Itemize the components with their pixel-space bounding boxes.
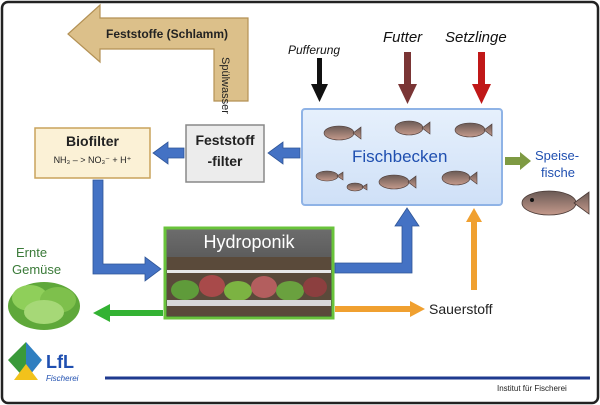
plant-icon [167, 270, 331, 306]
biofilter-formula: NH₃ – > NO₃⁻ + H⁺ [53, 155, 132, 165]
fish-icon [315, 170, 344, 182]
fish-icon [394, 120, 431, 136]
input-arrows [311, 52, 491, 104]
hydroponik-to-tank-arrow [334, 207, 420, 274]
tank-to-filter-arrow [267, 141, 301, 165]
fish-icon [521, 190, 590, 216]
fish-icon [441, 170, 478, 186]
futter-label: Futter [383, 29, 423, 46]
logo-subtext: Fischerei [46, 374, 79, 383]
fish-icon [378, 174, 417, 190]
feststofffilter-label-line1: Feststoff [195, 132, 255, 148]
speisefische-arrow [505, 152, 531, 170]
oxygen-arrows [335, 208, 482, 317]
speisefische-label-line2: fische [541, 165, 575, 180]
fish-icon [454, 122, 493, 138]
footer-institute: Institut für Fischerei [497, 384, 567, 393]
feststofffilter-label-line2: -filter [207, 153, 243, 169]
pufferung-label: Pufferung [288, 43, 341, 57]
oxygen-to-tank-arrow [466, 208, 482, 290]
biofilter-title: Biofilter [66, 133, 119, 149]
lfl-logo-mark [8, 342, 42, 380]
pufferung-arrow [311, 58, 328, 102]
setzlinge-label: Setzlinge [445, 29, 507, 46]
lettuce-icon [8, 282, 80, 330]
spuelwasser-label: Spülwasser [219, 57, 231, 114]
speisefische-label-line1: Speise- [535, 148, 580, 163]
ernte-label-line1: Ernte [16, 245, 48, 260]
water-flow-arrows [92, 141, 420, 282]
futter-arrow [398, 52, 417, 104]
sauerstoff-label: Sauerstoff [429, 301, 493, 317]
hydroponik-box [163, 226, 335, 320]
fish-icon [346, 182, 368, 192]
filter-to-biofilter-arrow [152, 141, 185, 165]
fischbecken-label: Fischbecken [352, 147, 448, 166]
fish-icon [323, 125, 362, 141]
biofilter-to-hydroponik-arrow [92, 179, 162, 282]
setzlinge-arrow [472, 52, 491, 104]
logo-text: LfL [46, 352, 74, 372]
sludge-label: Feststoffe (Schlamm) [106, 27, 229, 41]
oxygen-to-hydroponik-arrow [335, 301, 425, 317]
feststofffilter-box [185, 124, 265, 183]
hydroponik-label: Hydroponik [203, 232, 295, 252]
harvest-arrow [93, 304, 163, 322]
biofilter-box [34, 127, 151, 179]
sludge-arrow [67, 3, 249, 102]
tank-fish-group [315, 120, 493, 192]
ernte-label-line2: Gemüse [12, 262, 62, 277]
